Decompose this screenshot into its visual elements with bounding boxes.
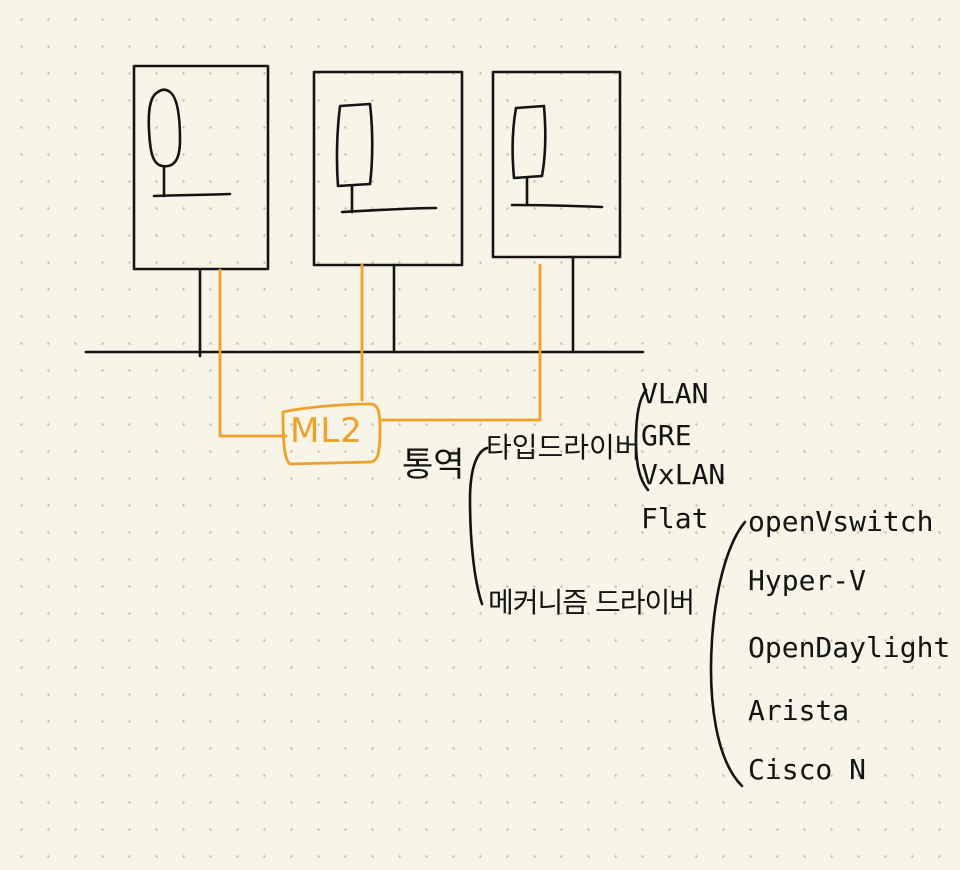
type-driver-item-flat: Flat [641, 502, 709, 535]
branch-braces [468, 388, 747, 788]
type-driver-item-vxlan: VxLAN [641, 458, 726, 491]
server-node-3 [491, 70, 622, 259]
type-driver-label: 타입드라이버 [486, 431, 641, 464]
mechanism-driver-item-opendaylight: OpenDaylight [748, 631, 951, 664]
ml2-box [281, 402, 382, 466]
tongyeok-brace [468, 446, 489, 606]
ml2-connections [218, 263, 542, 466]
network-bus [84, 255, 645, 358]
server-node-1 [132, 64, 270, 271]
server-node-2 [312, 70, 464, 267]
mechanism-driver-item-arista: Arista [748, 694, 850, 727]
tongyeok-label: 통역 [402, 445, 465, 485]
mechanism-driver-label: 메커니즘 드라이버 [488, 586, 695, 619]
mechanism-driver-item-openvswitch: openVswitch [748, 505, 934, 538]
mechanism-brace [709, 520, 747, 788]
ml2-label: ML2 [290, 411, 363, 451]
mechanism-driver-item-cisco-n: Cisco N [748, 753, 867, 786]
type-driver-item-vlan: VLAN [641, 377, 709, 410]
type-driver-item-gre: GRE [641, 419, 692, 452]
type-brace [634, 388, 650, 492]
mechanism-driver-item-hyper-v: Hyper-V [748, 564, 867, 597]
